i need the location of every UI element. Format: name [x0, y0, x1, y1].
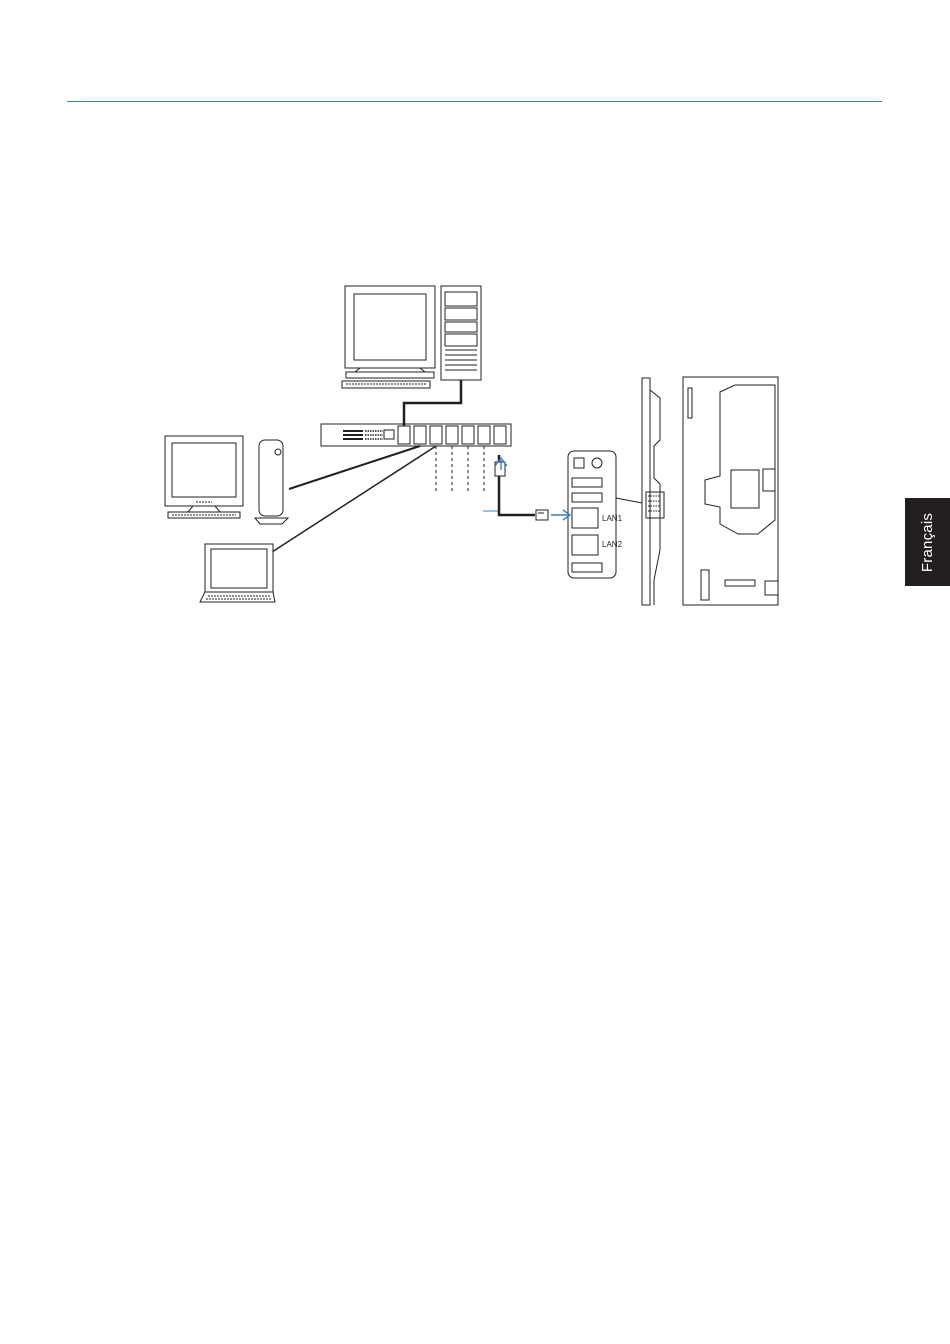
server-computer-icon — [342, 286, 481, 388]
display-side-view-icon — [642, 378, 664, 605]
language-tab[interactable]: Français — [905, 498, 950, 586]
lan1-label: LAN1 — [602, 514, 623, 523]
laptop-icon — [200, 544, 275, 602]
lan2-label: LAN2 — [602, 540, 623, 549]
lan-connection-diagram: LAN1 LAN2 — [160, 280, 785, 615]
desktop-computer-icon — [165, 436, 288, 524]
header-rule — [67, 101, 882, 102]
display-rear-view-icon — [683, 377, 778, 605]
language-tab-label: Français — [919, 512, 936, 571]
network-hub-icon — [321, 424, 511, 446]
